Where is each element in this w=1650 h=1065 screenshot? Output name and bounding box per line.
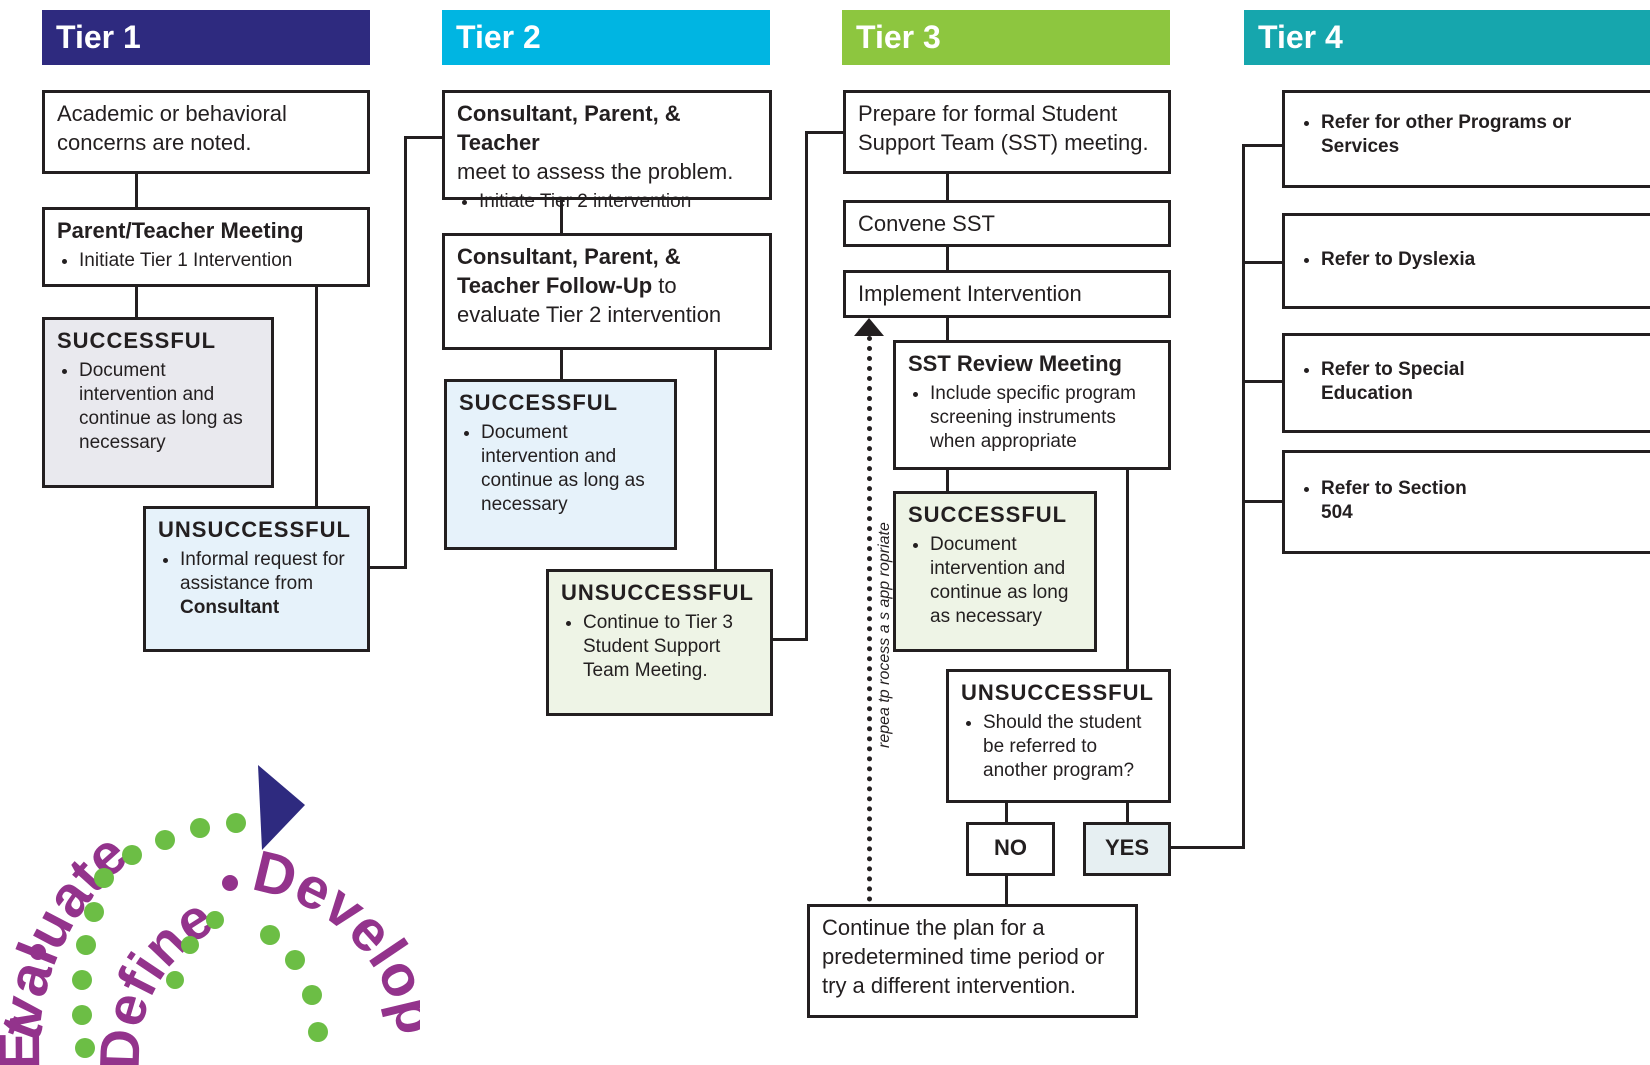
logo-dots [72,813,328,1058]
tier4-special-ed-item: Refer to Special Education [1321,358,1521,406]
tier4-special-ed-box: Refer to Special Education [1282,333,1650,433]
tier1-success-box: SUCCESSFUL Document intervention and con… [42,317,274,488]
tier-4-label: Tier 4 [1258,19,1343,55]
tier4-other-programs-item: Refer for other Programs or Services [1321,111,1645,159]
tier4-section504-item: Refer to Section 504 [1321,477,1471,525]
connector-line [1005,874,1008,906]
connector-line [1242,500,1284,503]
connector-line [771,638,808,641]
tier-3-label: Tier 3 [856,19,941,55]
tier2-fail-title: UNSUCCESSFUL [561,580,754,605]
tier-4-header: Tier 4 [1244,10,1650,65]
connector-line [1126,801,1129,824]
repeat-dotted-line [867,336,872,902]
tier2-followup-bold: Consultant, Parent, & Teacher Follow-Up [457,244,681,298]
tier2-assess-title: Consultant, Parent, & Teacher [457,101,681,155]
up-arrow-icon [854,318,884,336]
tier3-continue-text: Continue the plan for a predetermined ti… [822,915,1105,998]
no-box: NO [966,822,1055,876]
tier1-fail-item-text: Informal request for assistance from [180,549,345,594]
connector-line [560,198,563,235]
play-triangle-icon [258,765,305,850]
tier3-review-box: SST Review Meeting Include specific prog… [893,340,1171,470]
tier1-concerns-text: Academic or behavioral concerns are note… [57,101,287,155]
connector-line [404,136,407,569]
tier3-continue-box: Continue the plan for a predetermined ti… [807,904,1138,1018]
tier4-dyslexia-item: Refer to Dyslexia [1321,248,1645,272]
connector-line [805,131,845,134]
tier1-meeting-box: Parent/Teacher Meeting Initiate Tier 1 I… [42,207,370,287]
logo-purple-dots [30,875,238,960]
tier2-followup-text: Consultant, Parent, & Teacher Follow-Up … [457,242,757,329]
tier2-assess-item: Initiate Tier 2 intervention [479,190,757,214]
connector-line [560,348,563,381]
tier-1-label: Tier 1 [56,19,141,55]
connector-line [946,172,949,202]
connector-line [946,316,949,342]
connector-line [404,136,444,139]
tier3-fail-title: UNSUCCESSFUL [961,680,1154,705]
tier2-fail-item: Continue to Tier 3 Student Support Team … [583,611,758,683]
connector-line [135,286,138,319]
tier1-fail-item-bold: Consultant [180,597,280,618]
tier4-dyslexia-box: Refer to Dyslexia [1282,213,1650,309]
tier1-success-item: Document intervention and continue as lo… [79,359,259,455]
tier3-convene-box: Convene SST [843,200,1171,247]
tier-2-label: Tier 2 [456,19,541,55]
connector-line [1169,846,1245,849]
tier4-section504-box: Refer to Section 504 [1282,450,1650,554]
tier2-assess-box: Consultant, Parent, & Teacher meet to as… [442,90,772,212]
connector-line [1242,380,1284,383]
tier-1-header: Tier 1 [42,10,370,65]
evaluate-define-develop-logo: Evaluate Define Develop t [0,765,420,1065]
tier1-success-title: SUCCESSFUL [57,328,217,353]
connector-line [1242,144,1245,849]
tier1-fail-item: Informal request for assistance from Con… [180,548,355,620]
connector-line [946,468,949,493]
tier4-other-programs-box: Refer for other Programs or Services [1282,90,1650,188]
tier2-success-title: SUCCESSFUL [459,390,619,415]
tier2-followup-rest: to evaluate Tier 2 intervention [457,273,722,327]
connector-line [315,286,318,508]
connector-line [1242,144,1284,147]
yes-box: YES [1083,822,1171,876]
tier1-meeting-item: Initiate Tier 1 Intervention [79,249,355,273]
tier3-success-title: SUCCESSFUL [908,502,1068,527]
tier2-success-box: SUCCESSFUL Document intervention and con… [444,379,677,550]
connector-line [714,348,717,571]
tier-3-header: Tier 3 [842,10,1170,65]
tier3-convene-text: Convene SST [858,211,995,236]
connector-line [1126,468,1129,671]
tier3-prepare-text: Prepare for formal Student Support Team … [858,101,1149,155]
tier3-implement-box: Implement Intervention [843,270,1171,318]
tier2-success-item: Document intervention and continue as lo… [481,421,662,517]
tier3-fail-box: UNSUCCESSFUL Should the student be refer… [946,669,1171,803]
connector-line [1242,261,1284,264]
tier3-fail-item: Should the student be referred to anothe… [983,711,1156,783]
tier2-assess-text: meet to assess the problem. [457,159,734,184]
tier3-implement-text: Implement Intervention [858,281,1082,306]
tier3-review-title: SST Review Meeting [908,351,1122,376]
tier3-success-item: Document intervention and continue as lo… [930,533,1082,629]
connector-line [135,172,138,209]
connector-line [805,131,808,641]
connector-line [1005,801,1008,824]
tier2-followup-box: Consultant, Parent, & Teacher Follow-Up … [442,233,772,350]
connector-line [946,245,949,272]
tier3-review-item: Include specific program screening instr… [930,382,1156,454]
tier1-meeting-title: Parent/Teacher Meeting [57,218,304,243]
tier-2-header: Tier 2 [442,10,770,65]
repeat-process-label: repea tp rocess a s app ropriate [876,522,893,748]
tier1-concerns-box: Academic or behavioral concerns are note… [42,90,370,174]
logo-word-define: Define [88,885,224,1065]
tier3-success-box: SUCCESSFUL Document intervention and con… [893,491,1097,652]
connector-line [368,566,406,569]
tier1-fail-box: UNSUCCESSFUL Informal request for assist… [143,506,370,652]
logo-word-define-text: Define [88,885,224,1065]
tier3-prepare-box: Prepare for formal Student Support Team … [843,90,1171,174]
tier1-fail-title: UNSUCCESSFUL [158,517,351,542]
tier2-fail-box: UNSUCCESSFUL Continue to Tier 3 Student … [546,569,773,716]
